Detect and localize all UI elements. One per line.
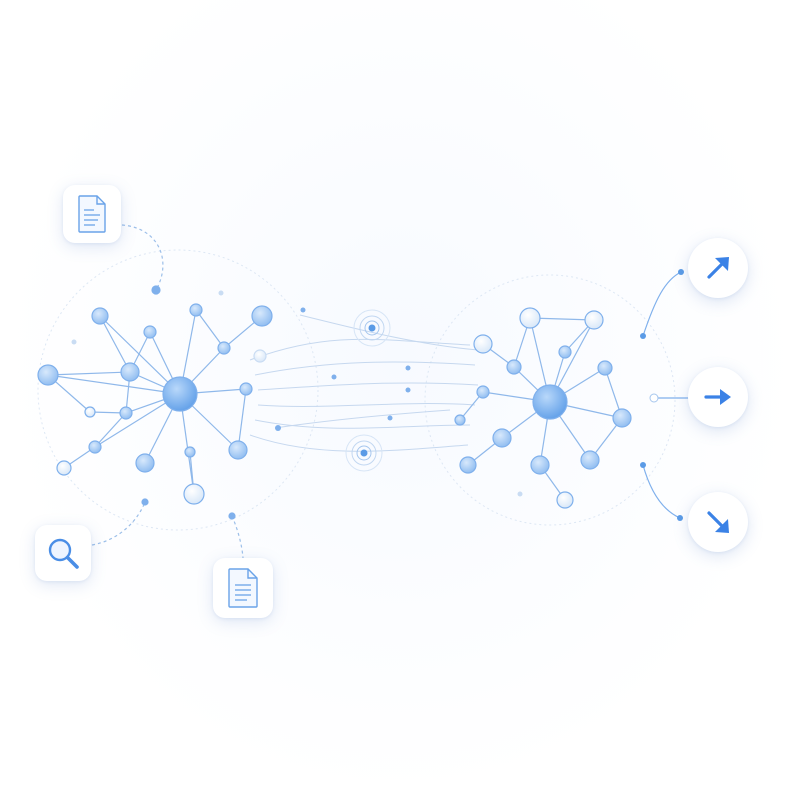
- flow-line: [299, 314, 479, 351]
- node: [251, 305, 273, 327]
- flow-dot: [331, 374, 337, 380]
- dashed-connectors: [91, 224, 244, 559]
- node: [506, 359, 522, 375]
- left-cluster-edges: [47, 309, 263, 495]
- output-right-button[interactable]: [688, 367, 748, 427]
- flow-line: [274, 409, 451, 429]
- arrow-up-right-icon: [707, 257, 729, 279]
- output-line-up: [642, 271, 682, 337]
- document-icon: [78, 195, 106, 233]
- node: [459, 456, 477, 474]
- flow-line: [249, 338, 471, 361]
- node: [253, 349, 267, 363]
- node: [454, 414, 466, 426]
- cluster-rings: [37, 249, 676, 531]
- flow-dot: [405, 365, 411, 371]
- right-cluster-ring: [424, 274, 676, 526]
- signal-ring-bottom: [345, 434, 383, 472]
- node: [88, 440, 102, 454]
- right-hub-node: [532, 384, 568, 420]
- node: [37, 364, 59, 386]
- node: [184, 446, 196, 458]
- node: [119, 406, 133, 420]
- node: [151, 285, 161, 295]
- output-down-button[interactable]: [688, 492, 748, 552]
- node: [492, 428, 512, 448]
- left-cluster-nodes: [37, 285, 273, 520]
- document-icon: [228, 568, 258, 608]
- node: [584, 310, 604, 330]
- node: [143, 325, 157, 339]
- node: [580, 450, 600, 470]
- node: [183, 483, 205, 505]
- signal-rings: [345, 309, 391, 472]
- connector-search: [91, 501, 146, 546]
- document-card-top[interactable]: [63, 185, 121, 243]
- node: [239, 382, 253, 396]
- output-line-down: [642, 464, 681, 519]
- left-cluster-ring: [37, 249, 319, 531]
- connector-doc-bottom: [231, 515, 244, 559]
- flow-line: [257, 403, 476, 407]
- node: [135, 453, 155, 473]
- node: [217, 341, 231, 355]
- arrow-down-right-icon: [707, 511, 729, 533]
- right-cluster-nodes: [454, 307, 632, 509]
- flow-line: [257, 382, 479, 391]
- node: [517, 491, 523, 497]
- node: [84, 406, 96, 418]
- document-card-bottom[interactable]: [213, 558, 273, 618]
- node: [71, 339, 77, 345]
- signal-ring-top: [353, 309, 391, 347]
- node: [56, 460, 72, 476]
- flow-dot: [300, 307, 306, 313]
- node: [141, 498, 149, 506]
- left-hub-node: [162, 376, 198, 412]
- node: [91, 307, 109, 325]
- node: [218, 290, 224, 296]
- node: [530, 455, 550, 475]
- node: [519, 307, 541, 329]
- node: [612, 408, 632, 428]
- flow-line: [254, 419, 471, 429]
- flow-dot: [275, 425, 281, 431]
- node: [597, 360, 613, 376]
- node: [558, 345, 572, 359]
- node: [473, 334, 493, 354]
- flow-line: [254, 361, 476, 376]
- arrow-right-icon: [704, 389, 731, 405]
- node: [228, 512, 236, 520]
- flow-line: [249, 434, 469, 452]
- flow-dot: [405, 387, 411, 393]
- node: [556, 491, 574, 509]
- flow-lines: [249, 314, 479, 452]
- node: [228, 440, 248, 460]
- connector-doc-top: [121, 224, 164, 291]
- flow-dots: [275, 307, 411, 431]
- magnifier-icon: [48, 538, 79, 569]
- search-card[interactable]: [35, 525, 91, 581]
- node: [120, 362, 140, 382]
- node: [476, 385, 490, 399]
- node: [189, 303, 203, 317]
- output-up-button[interactable]: [688, 238, 748, 298]
- flow-dot: [387, 415, 393, 421]
